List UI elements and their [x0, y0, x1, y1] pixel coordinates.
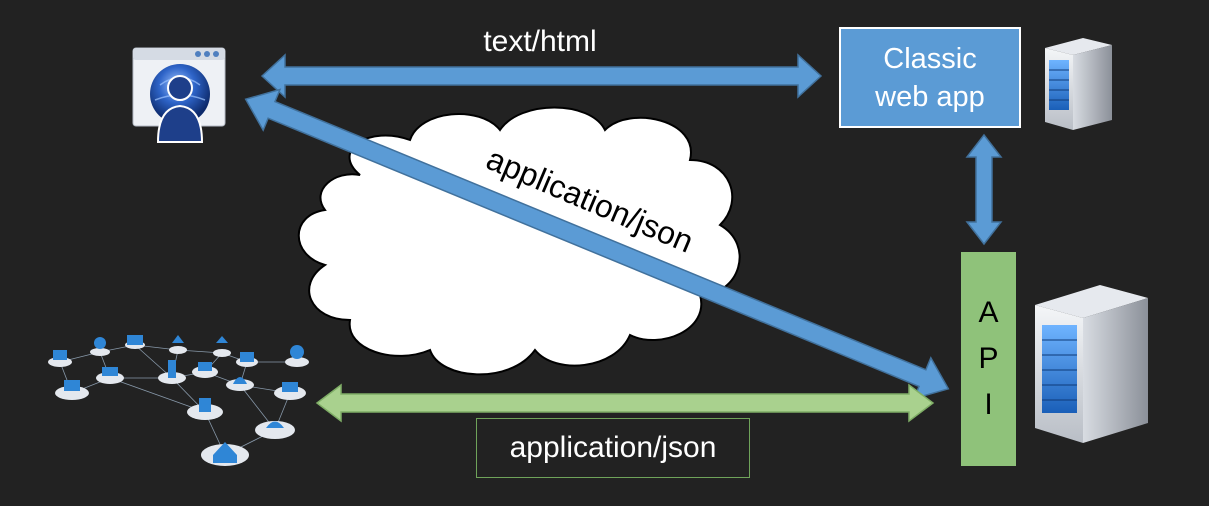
classic-api-arrow: [965, 133, 1003, 246]
api-box: A P I: [961, 252, 1016, 466]
server-icon: [1045, 38, 1112, 130]
server-icon: [1035, 285, 1148, 443]
browser-user-icon: [132, 47, 226, 143]
classic-web-app-box: Classic web app: [839, 27, 1021, 128]
iot-json-arrow: [315, 383, 935, 423]
api-letter: P: [978, 342, 999, 375]
iot-network-icon: [59, 344, 297, 456]
iot-device-nodes: [48, 335, 309, 466]
api-letter: A: [978, 296, 999, 329]
text-html-label: text/html: [483, 25, 597, 58]
api-json-diagonal-arrow: [244, 88, 950, 400]
classic-web-app-label-line1: Classic: [883, 42, 977, 75]
text-html-arrow: [260, 53, 823, 99]
application-json-bottom-label: application/json: [476, 418, 750, 478]
api-letter: I: [984, 388, 993, 421]
classic-web-app-label-line2: web app: [875, 80, 985, 113]
